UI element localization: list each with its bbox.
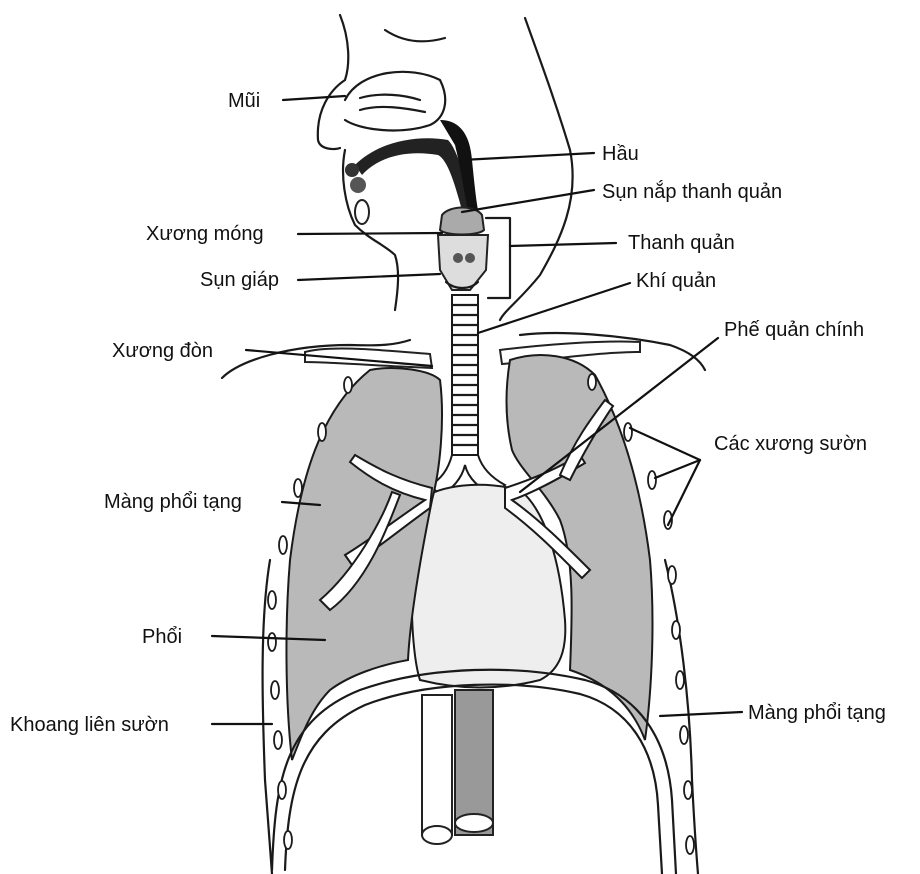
heart <box>412 485 566 688</box>
label-cac-xuong-suon: Các xương sườn <box>714 433 867 455</box>
left-lung <box>286 368 442 760</box>
label-xuong-don: Xương đòn <box>112 340 213 362</box>
larynx <box>438 208 510 299</box>
label-khi-quan: Khí quản <box>636 270 716 292</box>
label-mui: Mũi <box>228 90 260 112</box>
label-phoi: Phổi <box>142 626 182 648</box>
abdominal-tubes <box>422 690 493 844</box>
label-hau: Hầu <box>602 143 639 165</box>
label-sun-nap-thanh-quan: Sụn nắp thanh quản <box>602 180 782 203</box>
label-mang-phoi-tang-left: Màng phổi tạng <box>104 491 242 513</box>
label-mang-phoi-tang-right: Màng phổi tạng <box>748 702 886 724</box>
label-sun-giap: Sụn giáp <box>200 269 279 291</box>
label-khoang-lien-suon: Khoang liên sườn <box>10 714 169 736</box>
label-phe-quan-chinh: Phế quản chính <box>724 319 864 341</box>
label-thanh-quan: Thanh quản <box>628 232 735 254</box>
label-xuong-mong: Xương móng <box>146 223 264 245</box>
